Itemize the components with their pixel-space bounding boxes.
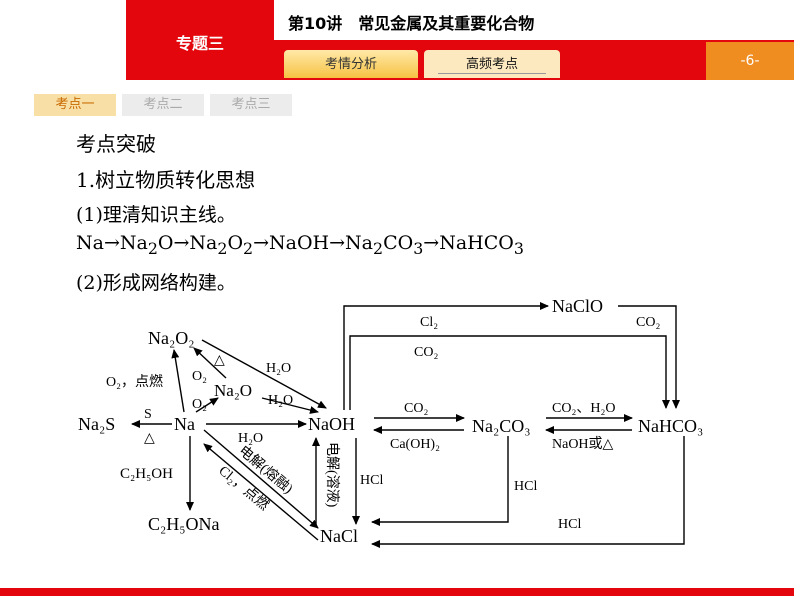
chain-part: →Na2 xyxy=(103,232,158,258)
arrow-na2o2-to-naoh xyxy=(201,339,327,409)
label-cl2-top: Cl₂ xyxy=(420,315,438,330)
node-naoh: NaOH xyxy=(308,414,355,434)
label-delta-upper: △ xyxy=(214,353,225,368)
arrow-na2o-to-naoh xyxy=(261,397,319,414)
node-nahco3: NaHCO₃ xyxy=(638,416,703,436)
label-h2o-upper: H₂O xyxy=(266,361,291,376)
tab-frequent-points[interactable]: 高频考点 xyxy=(424,50,560,78)
arrow-naclo-to-nahco3 xyxy=(618,305,680,409)
sub-item-1: (1)理清知识主线。 xyxy=(76,204,236,226)
subtab-point-2[interactable]: 考点二 xyxy=(122,94,204,116)
arrow-naoh-to-nahco3 xyxy=(349,335,670,410)
arrow-na2co3-to-nacl xyxy=(371,436,509,526)
tab-exam-analysis[interactable]: 考情分析 xyxy=(284,50,418,78)
label-co2-right: CO₂ xyxy=(636,315,660,330)
node-na2o: Na₂O xyxy=(214,381,252,400)
label-hcl-naoh: HCl xyxy=(360,473,383,488)
conversion-chain: Na→Na2O→Na2O2→NaOH→Na2CO3→NaHCO3 xyxy=(76,232,524,258)
arrow-nacl-to-na xyxy=(203,443,319,541)
label-co2-top: CO₂ xyxy=(414,345,438,360)
node-c2h5oh: C₂H₅OH xyxy=(120,466,173,482)
arrow-naoh-to-naclo xyxy=(343,302,549,410)
node-nacl: NaCl xyxy=(320,526,358,546)
label-o2-upper: O₂ xyxy=(192,369,207,384)
chain-part: O2 xyxy=(227,232,254,258)
node-na2o2: Na₂O₂ xyxy=(148,328,195,348)
label-hcl-na2co3: HCl xyxy=(514,479,537,494)
subtab-point-3[interactable]: 考点三 xyxy=(210,94,292,116)
label-naoh-or-delta: NaOH或△ xyxy=(552,436,614,452)
chain-part: O→Na2 xyxy=(157,232,228,258)
label-s: S xyxy=(144,407,152,422)
node-c2h5ona: C₂H₅ONa xyxy=(148,514,220,534)
node-na: Na xyxy=(174,414,195,434)
arrow-na2o-to-na2o2 xyxy=(193,347,227,379)
header-divider xyxy=(274,40,794,42)
page-number: -6- xyxy=(706,42,794,80)
label-hcl-nahco3: HCl xyxy=(558,517,581,532)
node-na2co3: Na₂CO₃ xyxy=(472,416,531,436)
chain-part: →NaHCO3 xyxy=(423,232,524,258)
section-banner: 专题三 xyxy=(126,0,274,80)
label-h2o-lower: H₂O xyxy=(238,431,263,446)
arrow-nahco3-to-nacl xyxy=(371,436,685,548)
section-label: 专题三 xyxy=(175,34,224,53)
label-co2-h2o: CO₂、H₂O xyxy=(552,401,615,416)
footer-bar xyxy=(0,588,794,596)
node-na2s: Na₂S xyxy=(78,414,115,434)
node-naclo: NaClO xyxy=(552,296,603,316)
label-o2-ignite: O₂，点燃 xyxy=(106,373,163,390)
chain-part: CO3 xyxy=(383,232,424,258)
chain-part: →NaOH→Na2 xyxy=(253,232,384,258)
sub-item-2: (2)形成网络构建。 xyxy=(76,272,236,294)
page-title: 第10讲 常见金属及其重要化合物 xyxy=(288,14,535,33)
content-heading: 考点突破 xyxy=(76,132,156,156)
label-caoh2: Ca(OH)₂ xyxy=(390,437,440,452)
label-o2-lower: O₂ xyxy=(192,397,207,412)
label-co2-mid: CO₂ xyxy=(404,401,428,416)
arrow-na-to-nacl xyxy=(203,429,319,529)
chain-part: Na xyxy=(76,232,104,254)
label-electrolysis-solution: 电解(溶液) xyxy=(324,442,340,508)
arrow-na-to-na2o2 xyxy=(171,349,185,413)
subtab-point-1[interactable]: 考点一 xyxy=(34,94,116,116)
label-delta-left: △ xyxy=(144,431,155,446)
label-h2o-mid: H₂O xyxy=(268,393,293,408)
point-1-heading: 1.树立物质转化思想 xyxy=(76,168,256,192)
arrow-na-to-na2o xyxy=(195,397,219,413)
